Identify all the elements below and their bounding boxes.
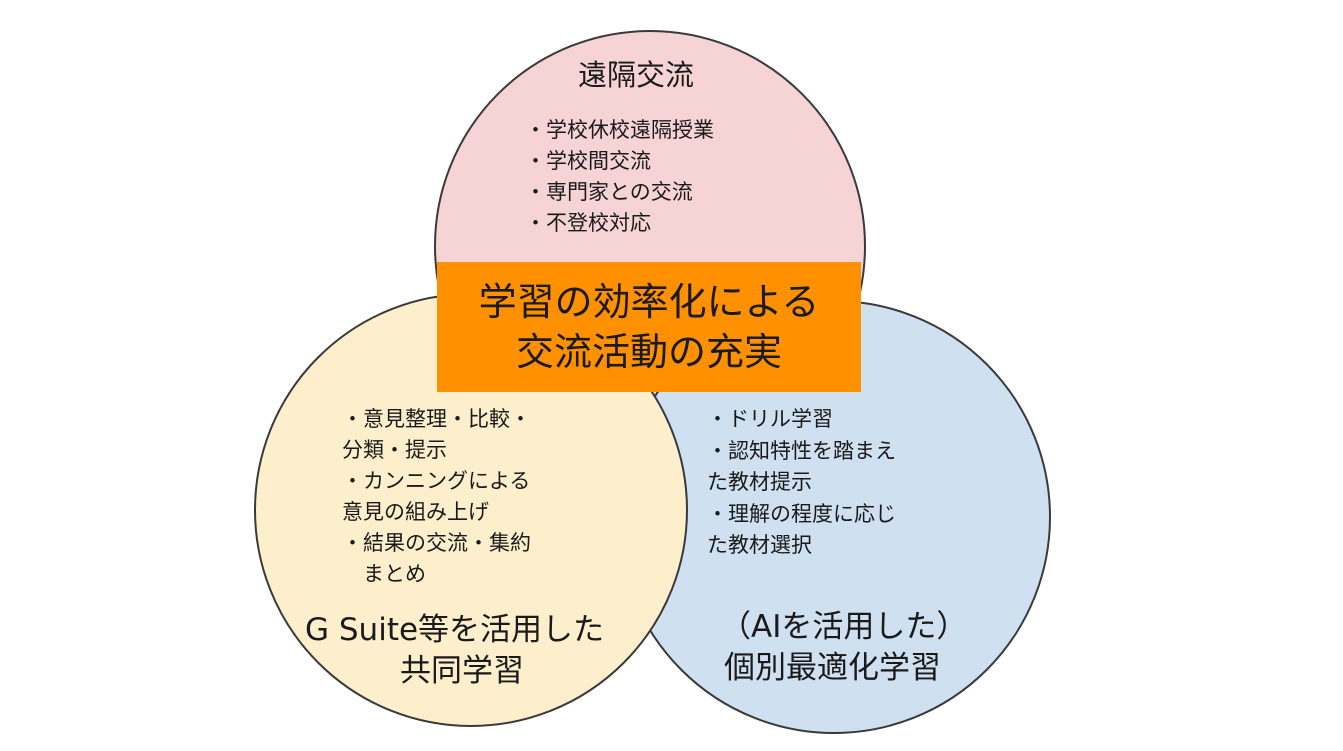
- center-theme-line-1: 学習の効率化による: [478, 280, 820, 324]
- collaborative-learning-label-line-1: G Suite等を活用した: [305, 612, 605, 648]
- center-theme-box: 学習の効率化による 交流活動の充実: [437, 262, 861, 392]
- collaborative-learning-list: ・意見整理・比較・ 分類・提示 ・カンニングによる 意見の組み上げ ・結果の交流…: [342, 404, 531, 590]
- list-item: ・認知特性を踏まえ: [707, 438, 896, 463]
- remote-exchange-list: ・学校休校遠隔授業 ・学校間交流 ・専門家との交流 ・不登校対応: [525, 115, 714, 239]
- list-item: ・学校休校遠隔授業: [525, 118, 714, 142]
- list-item: 分類・提示: [342, 438, 447, 462]
- individualized-learning-label-line-1: （AIを活用した）: [720, 609, 968, 645]
- remote-exchange-title: 遠隔交流: [578, 58, 695, 92]
- list-item: まとめ: [342, 562, 426, 586]
- individualized-learning-list: ・ドリル学習 ・認知特性を踏まえ た教材提示 ・理解の程度に応じ た教材選択: [707, 404, 896, 562]
- list-item: ・ドリル学習: [707, 407, 833, 431]
- list-item: 意見の組み上げ: [342, 500, 489, 524]
- list-item: ・専門家との交流: [525, 180, 693, 204]
- list-item: ・結果の交流・集約: [342, 531, 531, 555]
- center-theme-line-2: 交流活動の充実: [515, 330, 782, 374]
- list-item: ・意見整理・比較・: [342, 407, 531, 431]
- list-item: た教材提示: [707, 470, 812, 494]
- list-item: ・不登校対応: [525, 211, 651, 235]
- collaborative-learning-label-line-2: 共同学習: [400, 653, 524, 689]
- list-item: た教材選択: [707, 533, 812, 557]
- list-item: ・理解の程度に応じ: [707, 501, 896, 526]
- list-item: ・カンニングによる: [342, 469, 531, 493]
- list-item: ・学校間交流: [525, 149, 651, 173]
- individualized-learning-label-line-2: 個別最適化学習: [724, 650, 941, 686]
